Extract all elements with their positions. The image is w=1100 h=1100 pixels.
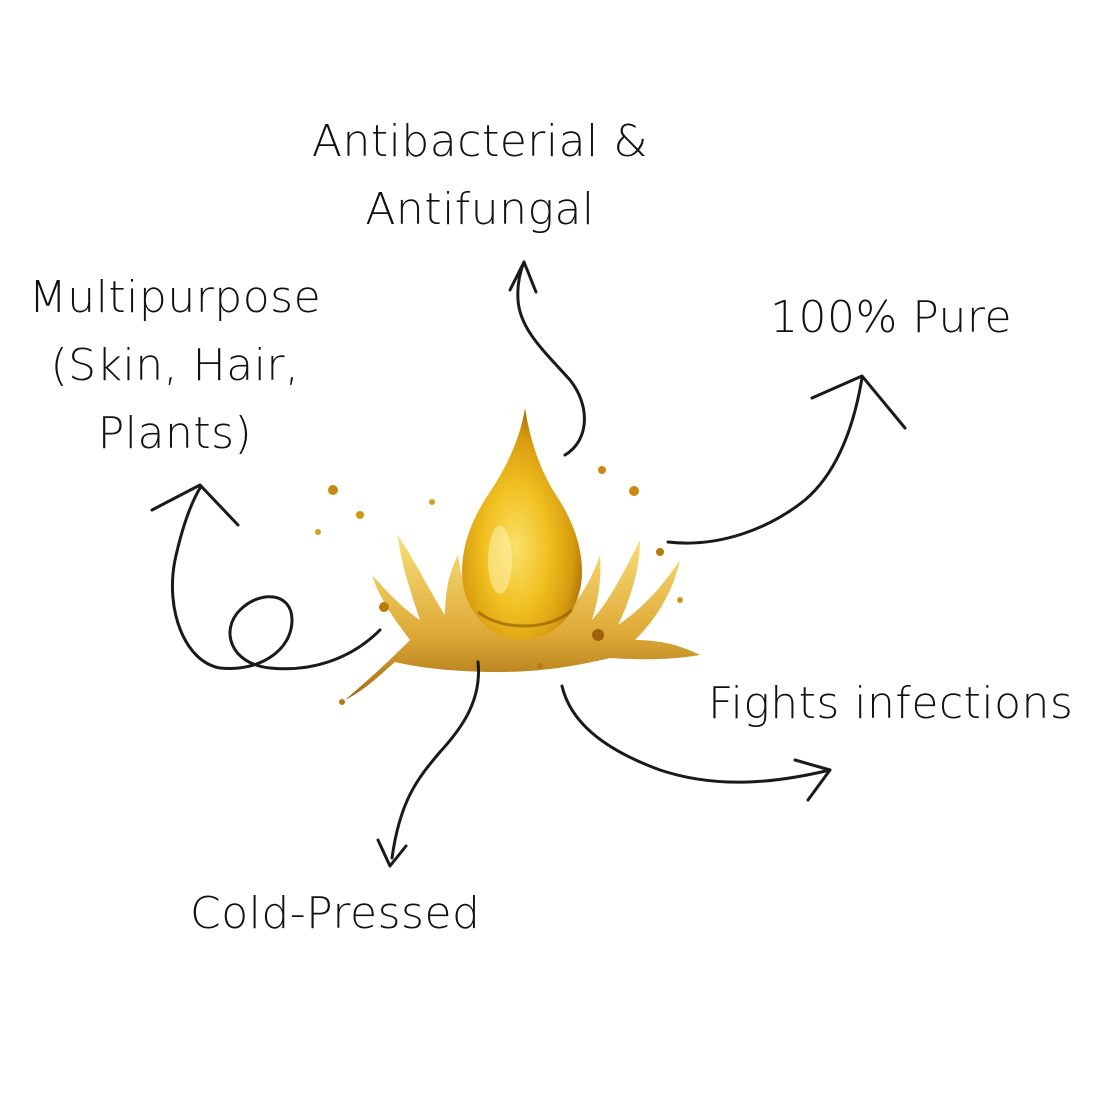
arrow-multipurpose-head	[150, 483, 240, 527]
droplet	[537, 663, 543, 669]
droplet	[429, 499, 435, 505]
arrow-fights	[560, 684, 832, 784]
label-multipurpose-line1: Multipurpose	[28, 272, 322, 323]
main-drop	[462, 408, 582, 640]
drop-rim	[477, 608, 574, 628]
label-antibacterial: Antibacterial & Antifungal	[300, 108, 660, 244]
droplet	[328, 485, 338, 495]
drop-highlight	[488, 526, 512, 594]
arrow-fights-head	[793, 758, 832, 802]
droplet	[379, 602, 389, 612]
label-pure: 100% Pure	[770, 292, 1013, 343]
label-multipurpose-line3: Plants)	[97, 408, 253, 459]
label-multipurpose-line2: (Skin, Hair,	[50, 340, 300, 391]
droplet	[315, 529, 321, 535]
arrow-pure	[666, 376, 864, 545]
label-fights-infections: Fights infections	[708, 678, 1074, 729]
droplet	[656, 548, 664, 556]
arrow-antibacterial	[516, 260, 586, 457]
droplet	[629, 486, 639, 496]
droplet	[677, 597, 683, 603]
arrow-cold-pressed	[390, 660, 481, 860]
arrow-antibacterial-head	[508, 260, 538, 294]
droplet	[592, 629, 604, 641]
oil-drop-splash-icon	[315, 408, 700, 705]
arrow-multipurpose	[170, 486, 382, 671]
label-multipurpose: Multipurpose (Skin, Hair, Plants)	[20, 264, 330, 468]
label-antibacterial-line2: Antifungal	[365, 184, 595, 235]
droplet	[598, 466, 606, 474]
arrow-pure-head	[810, 374, 907, 430]
droplet	[339, 699, 345, 705]
label-antibacterial-line1: Antibacterial &	[311, 116, 649, 167]
arrow-cold-pressed-head	[376, 838, 408, 868]
splash-crown	[345, 535, 700, 700]
label-cold-pressed: Cold-Pressed	[190, 888, 481, 939]
droplet	[356, 511, 364, 519]
